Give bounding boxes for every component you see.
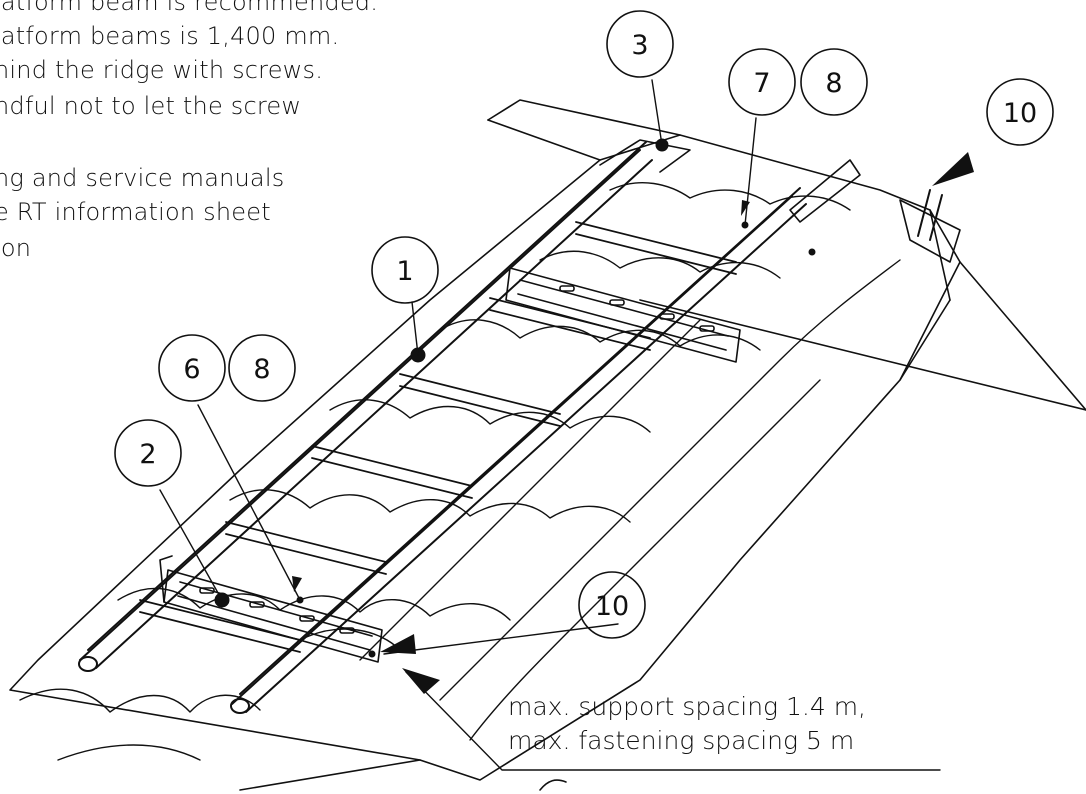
callout-number: 10 <box>595 591 629 622</box>
support-spacing-note: max. support spacing 1.4 m, <box>508 692 866 721</box>
callout-number: 7 <box>753 68 770 99</box>
callout-number: 8 <box>253 354 270 385</box>
arrowheads <box>292 152 974 694</box>
note-line: ion <box>0 234 32 262</box>
note-line: e RT information sheet <box>0 198 271 226</box>
note-line: latform beam is recommended. <box>0 0 379 16</box>
callout-7: 7 <box>728 48 796 116</box>
callout-1: 1 <box>371 236 439 304</box>
callout-8-lower: 8 <box>228 334 296 402</box>
callout-number: 3 <box>631 30 648 61</box>
note-line: hind the ridge with screws. <box>0 56 324 84</box>
roof-tiles <box>19 182 901 761</box>
ladder-rungs <box>139 221 737 653</box>
callout-6: 6 <box>158 334 226 402</box>
note-line: latform beams is 1,400 mm. <box>0 22 340 50</box>
callout-10-bottom: 10 <box>578 571 646 639</box>
callout-number: 6 <box>183 354 200 385</box>
callout-3: 3 <box>606 10 674 78</box>
bottom-support-bracket <box>159 555 383 663</box>
leader-lines <box>159 79 941 771</box>
callout-number: 1 <box>396 256 413 287</box>
fastening-spacing-note: max. fastening spacing 5 m <box>508 726 855 755</box>
callout-number: 8 <box>825 68 842 99</box>
callout-2: 2 <box>114 419 182 487</box>
callout-number: 2 <box>139 439 156 470</box>
note-line: ng and service manuals <box>0 164 285 192</box>
callout-8-upper: 8 <box>800 48 868 116</box>
callout-number: 10 <box>1003 98 1037 129</box>
ladder-rails <box>78 141 807 714</box>
roof-outline <box>9 99 1086 791</box>
top-support-bracket <box>505 267 741 363</box>
callout-10-top: 10 <box>986 78 1054 146</box>
fasteners <box>214 138 943 658</box>
note-line: ndful not to let the screw <box>0 92 302 120</box>
